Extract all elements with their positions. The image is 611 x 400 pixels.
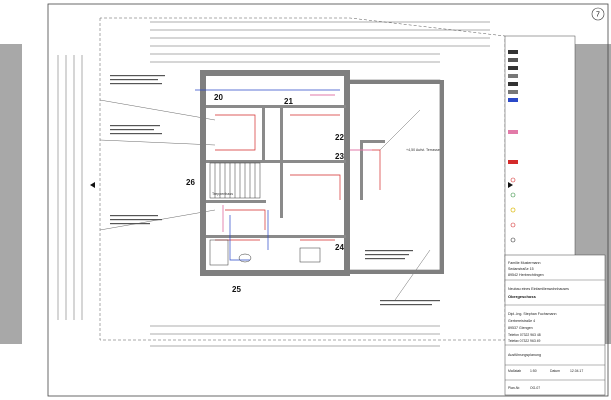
- tb-project: Neubau eines Einfamilienwohnhauses: [508, 287, 569, 291]
- room-number-23: 23: [335, 152, 344, 161]
- tb-architect: Dipl.-Ing. Stephan Fuchsmann: [508, 312, 557, 316]
- sanitary-fixtures: [209, 239, 321, 266]
- room-number-26: 26: [186, 178, 195, 187]
- tb-client: Familie Mustermann: [508, 261, 541, 265]
- heating-lines: [222, 94, 372, 232]
- tb-architect-city: 89537 Giengen: [508, 326, 533, 330]
- water-lines: [195, 89, 340, 261]
- tb-city: 89542 Herbrechtingen: [508, 273, 544, 277]
- tb-phone: Telefon 07322 963 48: [508, 333, 541, 337]
- room-numbers: 20 21 22 23 24 25 26: [186, 93, 344, 294]
- staircase: [209, 162, 261, 199]
- tb-street: Sedanstraße 15: [508, 267, 534, 271]
- terrace-label: +4,50 Aufst. Terrasse: [406, 148, 440, 152]
- dimension-chains-left: [57, 55, 83, 320]
- room-number-20: 20: [214, 93, 223, 102]
- stair-label: Treppenhaus: [212, 192, 233, 196]
- tb-plan-no-label: Plan-Nr.: [508, 386, 520, 390]
- tb-date: 12.04.17: [570, 369, 583, 373]
- interior-walls: [206, 105, 385, 238]
- dimension-chains-top: [150, 21, 490, 63]
- tb-scale: 1:50: [530, 369, 537, 373]
- tb-plan-no: OG-07: [530, 386, 540, 390]
- section-markers: [90, 182, 513, 188]
- neighbour-building-left: [0, 44, 22, 344]
- exterior-walls: [200, 70, 444, 276]
- page-number: 7: [596, 12, 600, 19]
- room-number-24: 24: [335, 243, 344, 252]
- room-number-21: 21: [284, 97, 293, 106]
- room-number-25: 25: [232, 285, 241, 294]
- room-number-22: 22: [335, 133, 344, 142]
- plot-boundary: [99, 17, 506, 341]
- terrace-zone: [344, 79, 441, 271]
- title-block: Familie Mustermann Sedanstraße 15 89542 …: [504, 254, 606, 396]
- tb-phase: Ausführungsplanung: [508, 353, 541, 357]
- tb-scale-label: Maßstab: [508, 369, 521, 373]
- tb-date-label: Datum: [550, 369, 560, 373]
- annotation-text-blocks: [110, 75, 440, 306]
- dimension-chains-bottom: [150, 325, 440, 347]
- tb-plan: Obergeschoss: [508, 294, 537, 299]
- tb-architect-street: Gerbereistraße 4: [508, 319, 535, 323]
- tb-fax: Telefax 07322 963 49: [508, 339, 541, 343]
- sheet-frame: [47, 3, 609, 397]
- page-number-circle: [591, 7, 605, 21]
